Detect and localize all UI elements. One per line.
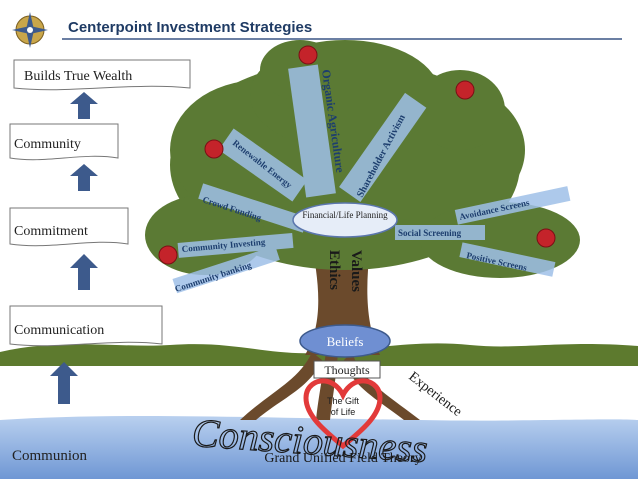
step-label-communion: Communion <box>12 448 88 464</box>
step-label-community: Community <box>14 137 81 152</box>
banner-commitment <box>9 207 129 247</box>
banner-builds-true-wealth <box>13 59 191 91</box>
compass-logo <box>12 12 48 48</box>
apple-icons <box>158 45 556 265</box>
header-title: Centerpoint Investment Strategies <box>68 19 312 36</box>
trunk-word-ethics: Ethics <box>326 250 342 290</box>
thoughts-box <box>313 360 381 379</box>
beliefs-ellipse <box>299 324 391 358</box>
heart-icon <box>303 378 383 450</box>
center-oval <box>292 202 398 238</box>
branch-ribbons <box>172 64 571 294</box>
field-water <box>0 415 638 479</box>
branch-label-social-screening: Social Screening <box>398 228 462 238</box>
banner-communication <box>9 305 163 347</box>
arrow-icon <box>50 92 98 404</box>
steps-column <box>9 59 191 404</box>
field-label: Grand Unified Field Theory <box>264 451 421 466</box>
header-underline <box>62 38 622 40</box>
banner-community <box>9 123 119 161</box>
step-label-commitment: Commitment <box>14 224 88 239</box>
step-label-builds-true-wealth: Builds True Wealth <box>24 69 132 84</box>
step-label-communication: Communication <box>14 323 104 338</box>
experience-label: Experience <box>406 369 465 420</box>
beliefs-label: Beliefs <box>327 334 364 349</box>
center-label: Financial/Life Planning <box>302 210 388 220</box>
thoughts-label: Thoughts <box>324 363 370 377</box>
trunk-word-values: Values <box>348 250 364 292</box>
